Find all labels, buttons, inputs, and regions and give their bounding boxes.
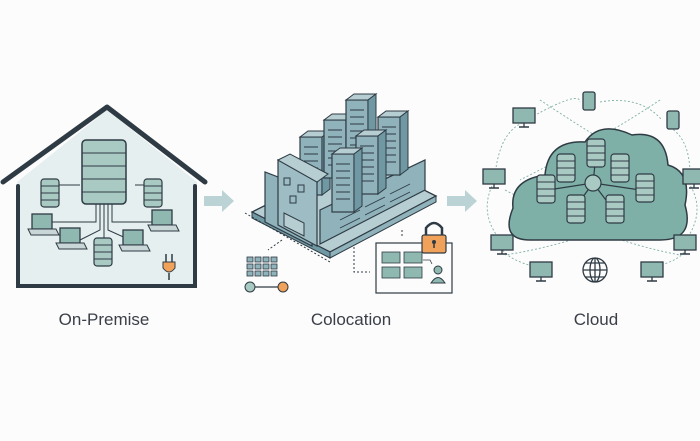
cloud-server-3 bbox=[610, 153, 630, 183]
dashed-connectors bbox=[244, 212, 403, 273]
tablet-1 bbox=[582, 91, 596, 111]
monitor-2 bbox=[482, 168, 506, 189]
monitor-6 bbox=[529, 261, 553, 282]
house-walls bbox=[16, 184, 197, 288]
monitor-5 bbox=[673, 234, 697, 255]
cloud-server-7 bbox=[605, 194, 625, 224]
building-block bbox=[319, 159, 426, 245]
connection-nodes bbox=[244, 281, 289, 293]
house-roof bbox=[0, 104, 208, 185]
label-cloud: Cloud bbox=[573, 310, 619, 329]
monitor-4 bbox=[490, 234, 514, 255]
monitor-7 bbox=[640, 261, 664, 282]
monitor-1 bbox=[512, 107, 536, 128]
cloud-server-5 bbox=[635, 173, 655, 203]
globe-icon bbox=[582, 257, 608, 283]
label-colocation: Colocation bbox=[310, 310, 392, 329]
server-right bbox=[143, 178, 163, 208]
colocation-group bbox=[244, 93, 453, 294]
cloud-server-4 bbox=[536, 174, 556, 204]
lock-icon bbox=[421, 221, 447, 254]
label-on-premise: On-Premise bbox=[58, 310, 150, 329]
server-bottom bbox=[93, 237, 113, 267]
power-plug-icon bbox=[162, 254, 176, 280]
central-server bbox=[81, 139, 127, 205]
office-building bbox=[264, 153, 329, 248]
flow-arrow-1 bbox=[204, 190, 234, 212]
server-rack-6 bbox=[331, 147, 363, 213]
cloud-server-2 bbox=[556, 153, 576, 183]
cloud-server-1 bbox=[586, 138, 606, 168]
cloud-server-6 bbox=[566, 194, 586, 224]
server-left bbox=[40, 178, 60, 208]
cloud-hub bbox=[584, 174, 602, 192]
grid-icon bbox=[246, 256, 278, 277]
flow-arrow-2 bbox=[447, 190, 477, 212]
user-icon bbox=[430, 265, 446, 284]
tablet-2 bbox=[666, 110, 680, 130]
on-premise-group bbox=[0, 104, 208, 288]
cloud-group bbox=[482, 91, 700, 283]
